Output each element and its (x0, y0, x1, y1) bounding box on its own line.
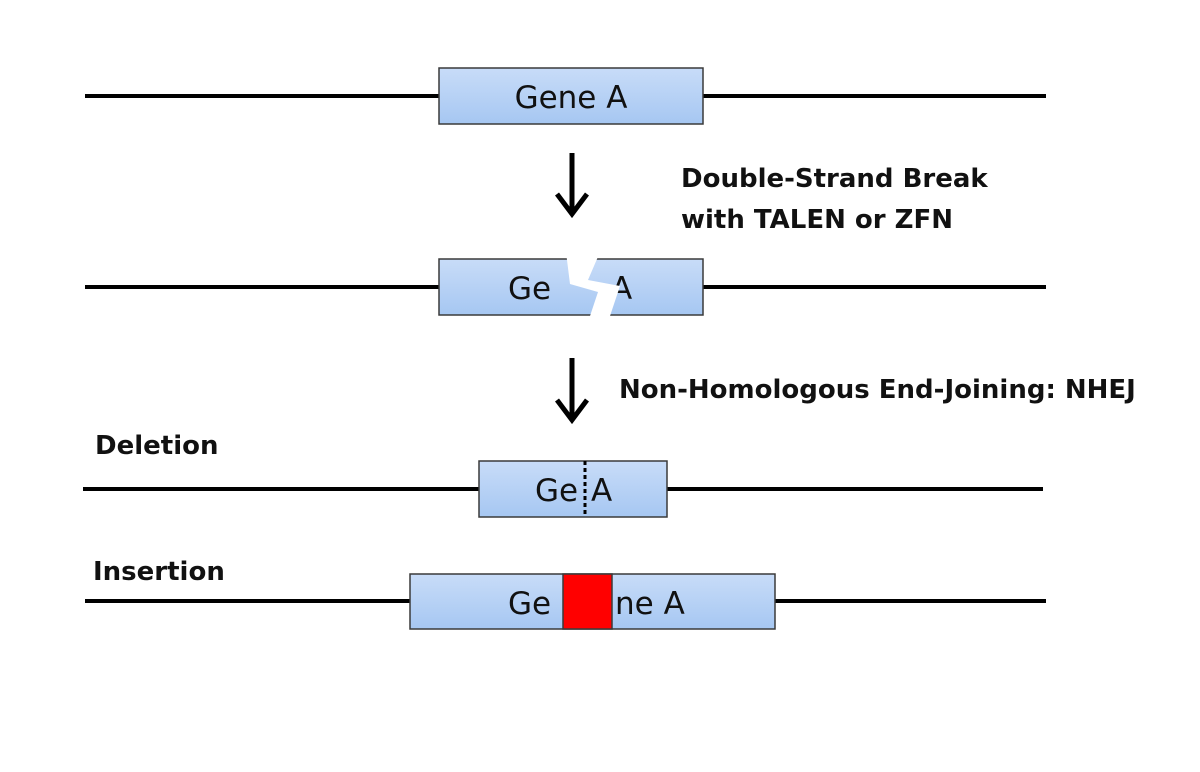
stage-intact-gene: Gene A (85, 67, 1046, 125)
arrow-down-icon (555, 153, 589, 219)
gene-label-left: Ge (508, 586, 551, 622)
deletion-title: Deletion (95, 431, 218, 461)
stage-broken-gene: Ge A (85, 252, 1046, 322)
inserted-sequence (562, 573, 613, 630)
stage-insertion: Ge ne A (85, 573, 1046, 630)
gene-label-left: Ge (535, 473, 578, 509)
stage-deletion: Ge A (83, 460, 1043, 518)
gene-label: Gene A (515, 80, 628, 116)
gene-box (438, 67, 704, 125)
step-double-strand-break-line1: Double-Strand Break (681, 164, 988, 194)
gene-label-right: ne A (615, 586, 685, 622)
step-double-strand-break-line2: with TALEN or ZFN (681, 205, 953, 235)
insertion-title: Insertion (93, 557, 225, 587)
gene-label-left: Ge (508, 271, 551, 307)
gene-box (478, 460, 668, 518)
double-strand-break-gap (566, 252, 620, 322)
arrow-down-icon (555, 358, 589, 425)
step-nhej-label: Non-Homologous End-Joining: NHEJ (619, 375, 1136, 405)
gene-box (438, 258, 704, 316)
gene-label-right: A (591, 473, 612, 509)
gene-label-right: A (611, 271, 632, 307)
